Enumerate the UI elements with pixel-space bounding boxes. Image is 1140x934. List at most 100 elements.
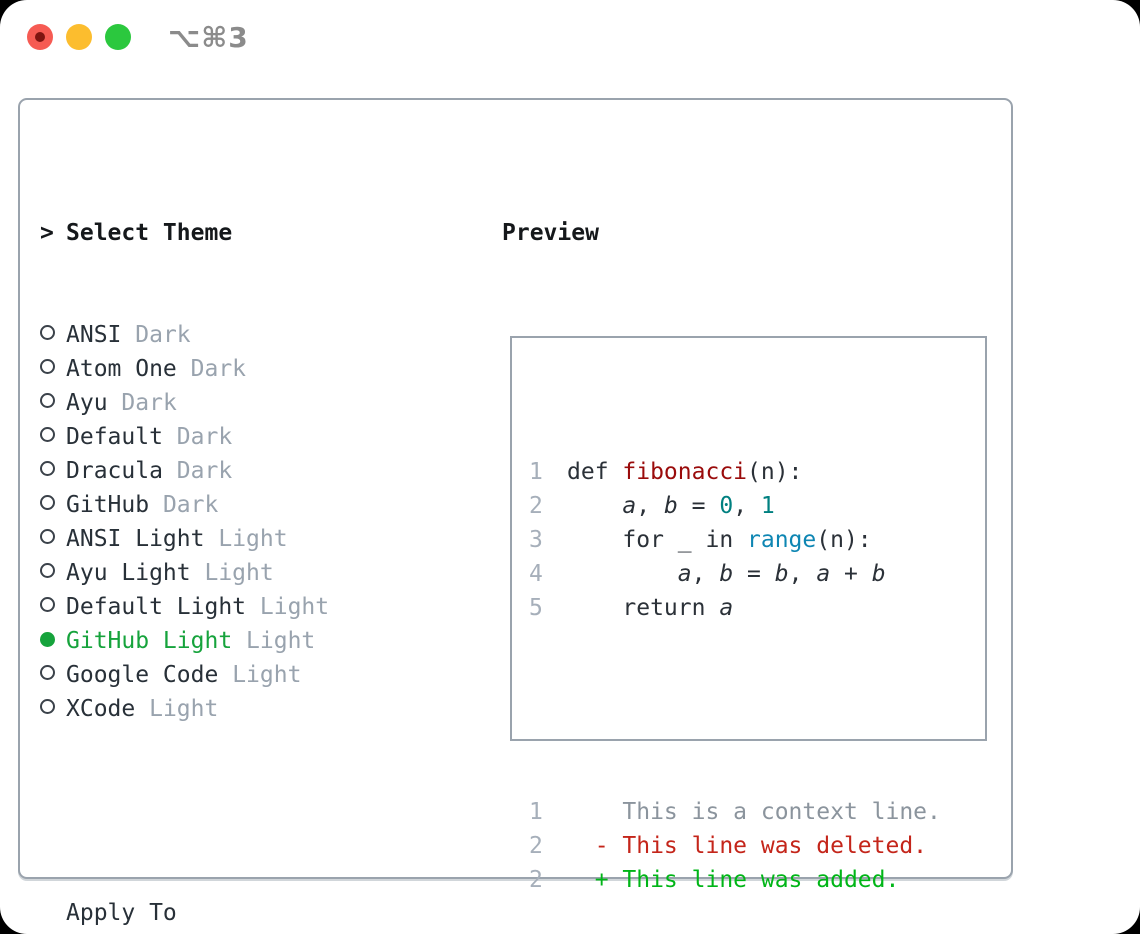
window-title: ⌥⌘3 xyxy=(168,21,249,54)
theme-option-default[interactable]: Default Dark xyxy=(40,420,428,454)
gap xyxy=(40,794,428,828)
theme-name: Google Code xyxy=(66,662,219,688)
code-token-plain xyxy=(567,493,622,519)
radio-selected-icon xyxy=(40,624,66,658)
theme-option-default-light[interactable]: Default Light Light xyxy=(40,590,428,624)
line-number: 2 xyxy=(529,833,543,859)
line-number: 2 xyxy=(529,493,543,519)
code-token-plain: for _ in xyxy=(567,527,748,553)
radio-icon xyxy=(40,658,66,692)
theme-option-atom-one[interactable]: Atom One Dark xyxy=(40,352,428,386)
code-token-plain: return xyxy=(567,595,720,621)
radio-icon xyxy=(40,522,66,556)
theme-name: Default xyxy=(66,424,163,450)
theme-variant: Light xyxy=(246,628,316,654)
theme-option-ayu-light[interactable]: Ayu Light Light xyxy=(40,556,428,590)
radio-icon xyxy=(40,386,66,420)
theme-option-ansi-light[interactable]: ANSI Light Light xyxy=(40,522,428,556)
record-dot-icon xyxy=(35,32,45,42)
theme-name: Ayu xyxy=(66,390,108,416)
theme-name: ANSI xyxy=(66,322,122,348)
code-token-plain: , xyxy=(788,561,817,587)
theme-option-dracula[interactable]: Dracula Dark xyxy=(40,454,428,488)
blank-line xyxy=(529,693,985,727)
theme-option-ansi[interactable]: ANSI Dark xyxy=(40,318,428,352)
code-token-plain: , xyxy=(636,493,664,519)
code-token-plain: , xyxy=(733,493,761,519)
code-token-plain: + xyxy=(830,561,872,587)
theme-option-github-light[interactable]: GitHub Light Light xyxy=(40,624,428,658)
code-line: 3 for _ in range(n): xyxy=(529,523,985,557)
code-token-var: a xyxy=(719,595,734,621)
theme-variant: Dark xyxy=(176,458,233,484)
code-token-plain: = xyxy=(677,493,720,519)
code-token-var: b xyxy=(719,561,734,587)
code-token-plain xyxy=(567,561,678,587)
code-token-plain: (n): xyxy=(816,527,872,553)
theme-name: Atom One xyxy=(66,356,177,382)
diff-line-context: 1 This is a context line. xyxy=(529,795,985,829)
radio-icon xyxy=(40,420,66,454)
code-line: 2 a, b = 0, 1 xyxy=(529,489,985,523)
radio-icon xyxy=(40,590,66,624)
diff-sample: 1 This is a context line.2 - This line w… xyxy=(529,795,985,897)
theme-option-google-code[interactable]: Google Code Light xyxy=(40,658,428,692)
radio-icon xyxy=(40,454,66,488)
code-token-var: a xyxy=(622,493,637,519)
diff-text: This is a context line. xyxy=(567,799,941,825)
code-token-var: b xyxy=(663,493,678,519)
theme-name: GitHub xyxy=(66,492,150,518)
theme-option-xcode[interactable]: XCode Light xyxy=(40,692,428,726)
code-token-plain: , xyxy=(691,561,720,587)
radio-icon xyxy=(40,318,66,352)
theme-name: Dracula xyxy=(66,458,163,484)
minimize-button[interactable] xyxy=(66,24,92,50)
theme-name: GitHub Light xyxy=(66,628,233,654)
preview-title: Preview xyxy=(502,220,599,246)
theme-variant: Light xyxy=(232,662,302,688)
line-number: 5 xyxy=(529,595,543,621)
code-token-plain: = xyxy=(733,561,775,587)
theme-option-github[interactable]: GitHub Dark xyxy=(40,488,428,522)
theme-list-title: Select Theme xyxy=(66,220,233,246)
diff-line-added: 2 + This line was added. xyxy=(529,863,985,897)
code-token-var: a xyxy=(816,561,831,587)
theme-variant: Dark xyxy=(176,424,233,450)
maximize-button[interactable] xyxy=(105,24,131,50)
diff-line-deleted: 2 - This line was deleted. xyxy=(529,829,985,863)
code-line: 5 return a xyxy=(529,591,985,625)
code-token-plain: def xyxy=(567,459,623,485)
theme-variant: Light xyxy=(204,560,274,586)
line-number: 4 xyxy=(529,561,543,587)
theme-name: Default Light xyxy=(66,594,247,620)
line-number: 1 xyxy=(529,799,543,825)
theme-variant: Light xyxy=(218,526,288,552)
theme-variant: Light xyxy=(149,696,219,722)
radio-icon xyxy=(40,556,66,590)
code-token-number: 0 xyxy=(719,493,734,519)
apply-to-title: Apply To xyxy=(66,900,177,926)
theme-option-ayu[interactable]: Ayu Dark xyxy=(40,386,428,420)
theme-variant: Dark xyxy=(135,322,191,348)
preview-header-row: Preview xyxy=(502,216,987,250)
code-token-plain: (n): xyxy=(747,459,803,485)
line-number: 3 xyxy=(529,527,543,553)
close-button[interactable] xyxy=(27,24,53,50)
radio-icon xyxy=(40,352,66,386)
radio-icon xyxy=(40,488,66,522)
radio-icon xyxy=(40,692,66,726)
code-line: 4 a, b = b, a + b xyxy=(529,557,985,591)
apply-to-header-row: Apply To xyxy=(40,896,428,930)
code-token-var: a xyxy=(677,561,692,587)
theme-variant: Dark xyxy=(121,390,177,416)
theme-variant: Light xyxy=(259,594,330,620)
theme-name: XCode xyxy=(66,696,136,722)
